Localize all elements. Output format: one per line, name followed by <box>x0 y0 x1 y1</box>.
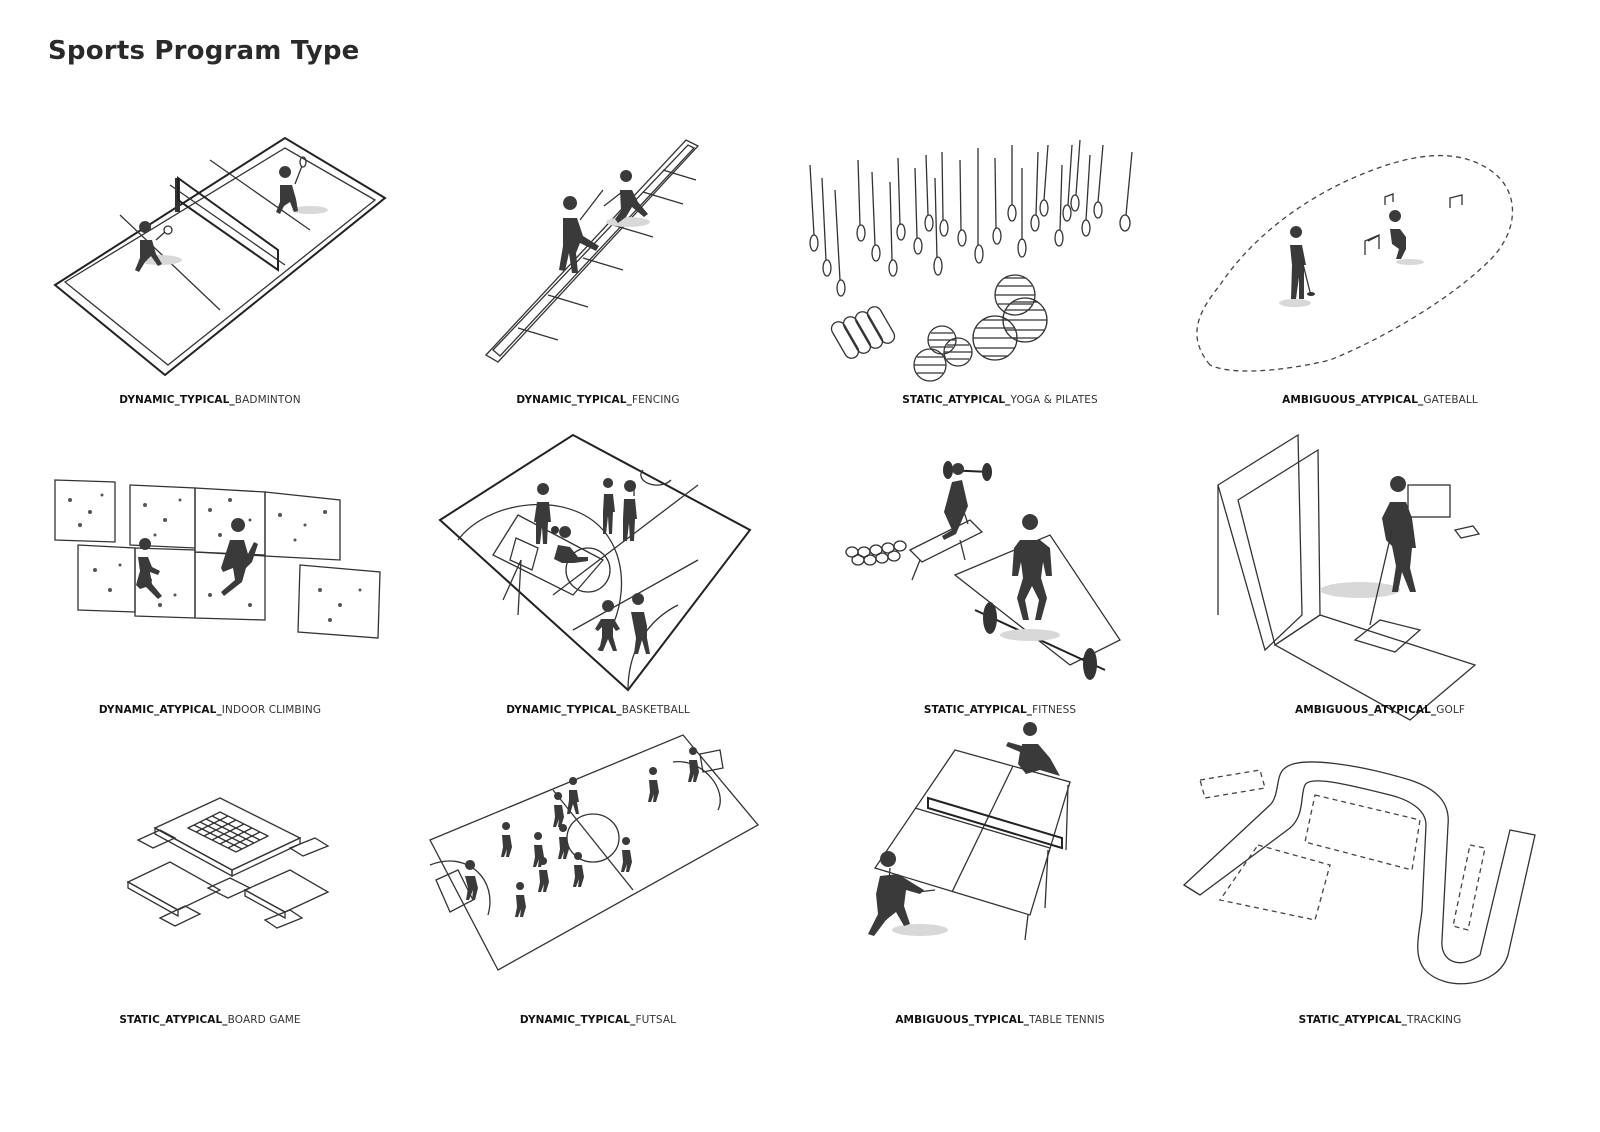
page-title: Sports Program Type <box>48 36 360 66</box>
table-tennis-illustration <box>868 722 1071 941</box>
program-card-tracking: STATIC_ATYPICAL_TRACKING <box>1180 730 1580 1040</box>
tracking-course-illustration <box>1182 761 1536 985</box>
program-caption: STATIC_ATYPICAL_TRACKING <box>1180 1014 1580 1026</box>
game-board <box>186 811 270 853</box>
program-card-fencing: DYNAMIC_TYPICAL_FENCING <box>398 110 798 420</box>
program-category: STATIC_ATYPICAL_ <box>902 394 1011 406</box>
program-caption: DYNAMIC_TYPICAL_BASKETBALL <box>398 704 798 716</box>
program-category: DYNAMIC_ATYPICAL_ <box>98 704 222 716</box>
program-name: BADMINTON <box>234 394 301 406</box>
program-category: AMBIGUOUS_ATYPICAL_ <box>1282 394 1424 406</box>
program-caption: STATIC_ATYPICAL_BOARD GAME <box>10 1014 410 1026</box>
program-category: DYNAMIC_TYPICAL_ <box>506 704 622 716</box>
program-card-yoga-pilates: STATIC_ATYPICAL_YOGA & PILATES <box>800 110 1200 420</box>
program-card-board-game: STATIC_ATYPICAL_BOARD GAME <box>10 730 410 1040</box>
program-caption: STATIC_ATYPICAL_YOGA & PILATES <box>800 394 1200 406</box>
yoga-pilates-illustration <box>809 139 1133 382</box>
futsal-court-illustration <box>429 734 760 971</box>
program-card-table-tennis: AMBIGUOUS_TYPICAL_TABLE TENNIS <box>800 722 1200 1040</box>
program-category: STATIC_ATYPICAL_ <box>1298 1014 1407 1026</box>
program-card-basketball: DYNAMIC_TYPICAL_BASKETBALL <box>398 420 798 730</box>
program-caption: AMBIGUOUS_TYPICAL_TABLE TENNIS <box>800 1014 1200 1026</box>
program-caption: AMBIGUOUS_ATYPICAL_GATEBALL <box>1180 394 1580 406</box>
program-card-badminton: DYNAMIC_TYPICAL_BADMINTON <box>10 110 410 420</box>
program-category: STATIC_ATYPICAL_ <box>923 704 1033 716</box>
program-name: TRACKING <box>1406 1014 1462 1026</box>
program-name: TABLE TENNIS <box>1029 1014 1105 1026</box>
program-category: STATIC_ATYPICAL_ <box>119 1014 228 1026</box>
program-caption: DYNAMIC_TYPICAL_FUTSAL <box>398 1014 798 1026</box>
program-caption: DYNAMIC_TYPICAL_BADMINTON <box>10 394 410 406</box>
program-card-fitness: STATIC_ATYPICAL_FITNESS <box>800 420 1200 730</box>
fitness-illustration <box>845 461 1121 680</box>
program-name: BOARD GAME <box>227 1014 301 1026</box>
pilates-balls <box>913 274 1048 382</box>
program-card-golf: AMBIGUOUS_ATYPICAL_GOLF <box>1180 420 1580 730</box>
program-caption: STATIC_ATYPICAL_FITNESS <box>800 704 1200 716</box>
program-category: DYNAMIC_TYPICAL_ <box>519 1014 636 1026</box>
program-name: INDOOR CLIMBING <box>221 704 322 716</box>
program-caption: DYNAMIC_ATYPICAL_INDOOR CLIMBING <box>10 704 410 716</box>
program-caption: DYNAMIC_TYPICAL_FENCING <box>398 394 798 406</box>
indoor-climbing-illustration <box>54 479 381 639</box>
program-name: GOLF <box>1436 704 1465 716</box>
board-game-illustration <box>126 797 330 929</box>
program-name: GATEBALL <box>1423 394 1478 406</box>
program-name: FENCING <box>631 394 680 406</box>
basketball-court-illustration <box>438 433 752 692</box>
program-card-indoor-climbing: DYNAMIC_ATYPICAL_INDOOR CLIMBING <box>10 420 410 730</box>
program-name: FITNESS <box>1032 704 1077 716</box>
program-name: FUTSAL <box>635 1014 677 1026</box>
program-category: DYNAMIC_TYPICAL_ <box>516 394 632 406</box>
dumbbell-rack <box>845 540 907 566</box>
program-category: DYNAMIC_TYPICAL_ <box>119 394 235 406</box>
program-category: AMBIGUOUS_TYPICAL_ <box>895 1014 1030 1026</box>
program-card-futsal: DYNAMIC_TYPICAL_FUTSAL <box>398 730 798 1040</box>
foam-rollers <box>830 306 896 359</box>
program-name: YOGA & PILATES <box>1010 394 1098 406</box>
golf-simulator-illustration <box>1217 433 1481 721</box>
program-name: BASKETBALL <box>621 704 690 716</box>
program-card-gateball: AMBIGUOUS_ATYPICAL_GATEBALL <box>1180 110 1580 420</box>
program-caption: AMBIGUOUS_ATYPICAL_GOLF <box>1180 704 1580 716</box>
fencing-piste-illustration <box>484 139 700 363</box>
program-category: AMBIGUOUS_ATYPICAL_ <box>1295 704 1437 716</box>
badminton-court-illustration <box>53 136 387 377</box>
gateball-field-illustration <box>1196 154 1513 372</box>
